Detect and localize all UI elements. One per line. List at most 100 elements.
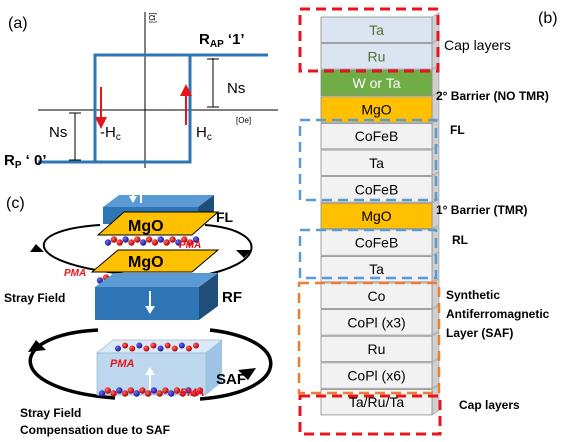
atom [163,239,170,246]
atom [150,342,157,349]
fl-moment-up-icon [137,187,145,194]
mgo-bottom-label: MgO [128,254,164,271]
rp-label: RP ‘ 0’ [4,152,47,171]
saf-box [297,281,441,395]
interface-atoms-top [104,236,200,246]
barrier2-annotation: 2° Barrier (NO TMR) [436,89,549,103]
atom [98,390,106,397]
saf-annotation-line2: Antiferromagnetic [446,307,550,321]
pma-label-1: PMA [179,240,201,251]
layer-12: CoPl (x3) [320,304,440,336]
rap-label: RAP ‘1’ [199,31,245,50]
atom [116,239,123,246]
cap-top-annotation: Cap layers [444,37,511,53]
layer-label: W or Ta [353,75,401,91]
mgo-top-layer [96,211,220,236]
atom [134,236,141,243]
pos-hc-label: Hc [196,124,212,143]
saf-annotation-line3: Layer (SAF) [446,326,513,340]
rf-moment-down-icon [145,306,155,314]
atom [185,387,192,394]
rf-block [95,287,199,320]
ns-left-label: Ns [49,124,67,141]
x-axis-unit: [Oe] [236,116,251,125]
fl-label: FL [216,209,234,225]
atom [143,345,150,352]
atom [169,236,176,243]
atom [133,390,140,397]
atom [175,239,182,246]
layer-5: CoFeB [320,118,440,150]
atom [96,277,104,284]
caption-line-1: Stray Field [20,406,81,420]
saf-atoms [98,342,204,397]
pma-label-2: PMA [64,268,86,279]
atom [127,387,135,394]
atom [178,342,185,349]
saf-moment-up-icon [145,367,155,375]
atom [192,236,200,243]
atom [110,236,118,243]
atom [121,390,129,397]
layer-label: CoFeB [355,128,399,144]
layer-label: Ru [368,341,386,357]
pma-label-4: PMA [180,387,205,399]
cap-top-box [298,7,440,73]
pma-label-3: PMA [110,358,135,370]
atom [193,342,199,349]
layer-2: Ru [320,38,440,70]
rl-box [298,228,438,280]
atom [145,236,153,243]
bottom-field-loop-right [199,328,273,401]
atom [173,387,181,394]
atom [104,239,112,246]
top-loop-arrowhead [236,250,252,258]
atom [150,387,158,394]
atom [157,236,164,243]
layer-label: CoPl (x3) [347,314,405,330]
neg-hc-label: -Hc [100,124,121,143]
top-loop-arrowhead-left [30,244,44,252]
layer-label: CoFeB [355,235,399,251]
atom [151,239,159,246]
rl-annotation: RL [452,233,468,247]
saf-annotation-line1: Synthetic [446,288,500,302]
saf-label: SAF [216,371,246,388]
layer-label: Co [368,288,386,304]
layer-label: Ta [369,22,384,38]
panel-a-tag: (a) [8,15,28,32]
caption-line-2: Compensation due to SAF [20,423,170,437]
layer-label: CoPl (x6) [347,368,405,384]
atom [129,345,136,352]
barrier1-annotation: 1° Barrier (TMR) [436,203,527,217]
loop-sweep-down [93,53,268,162]
atom [128,239,135,246]
atom [196,387,204,394]
fl-moment-down-icon [129,196,137,203]
atom [116,387,123,394]
atom [186,239,194,246]
panel-c-stack-3d: (c) MgO FL PMA MgO PMA RF Stray Field [4,187,273,437]
bottom-loop-arrowhead-left [28,340,46,352]
layer-6: Ta [320,145,440,177]
layer-label: MgO [361,208,391,224]
atom [179,390,186,397]
atom [136,342,143,349]
loop-sweep-up [38,53,268,164]
panel-c-tag: (c) [6,195,25,212]
atom [191,390,198,397]
layer-8: MgO [320,198,440,230]
atom [115,345,121,352]
bottom-loop-arrowhead-right [238,368,256,380]
atom [162,387,169,394]
atom [171,345,178,352]
layer-13: Ru [320,331,440,363]
atom [140,239,147,246]
layer-14: CoPl (x6) [320,358,440,389]
layer-7: CoFeB [320,171,440,203]
ns-right-label: Ns [227,80,245,97]
atom [167,390,175,397]
y-axis-unit: [Ω] [148,13,157,23]
stray-field-label: Stray Field [4,291,65,305]
